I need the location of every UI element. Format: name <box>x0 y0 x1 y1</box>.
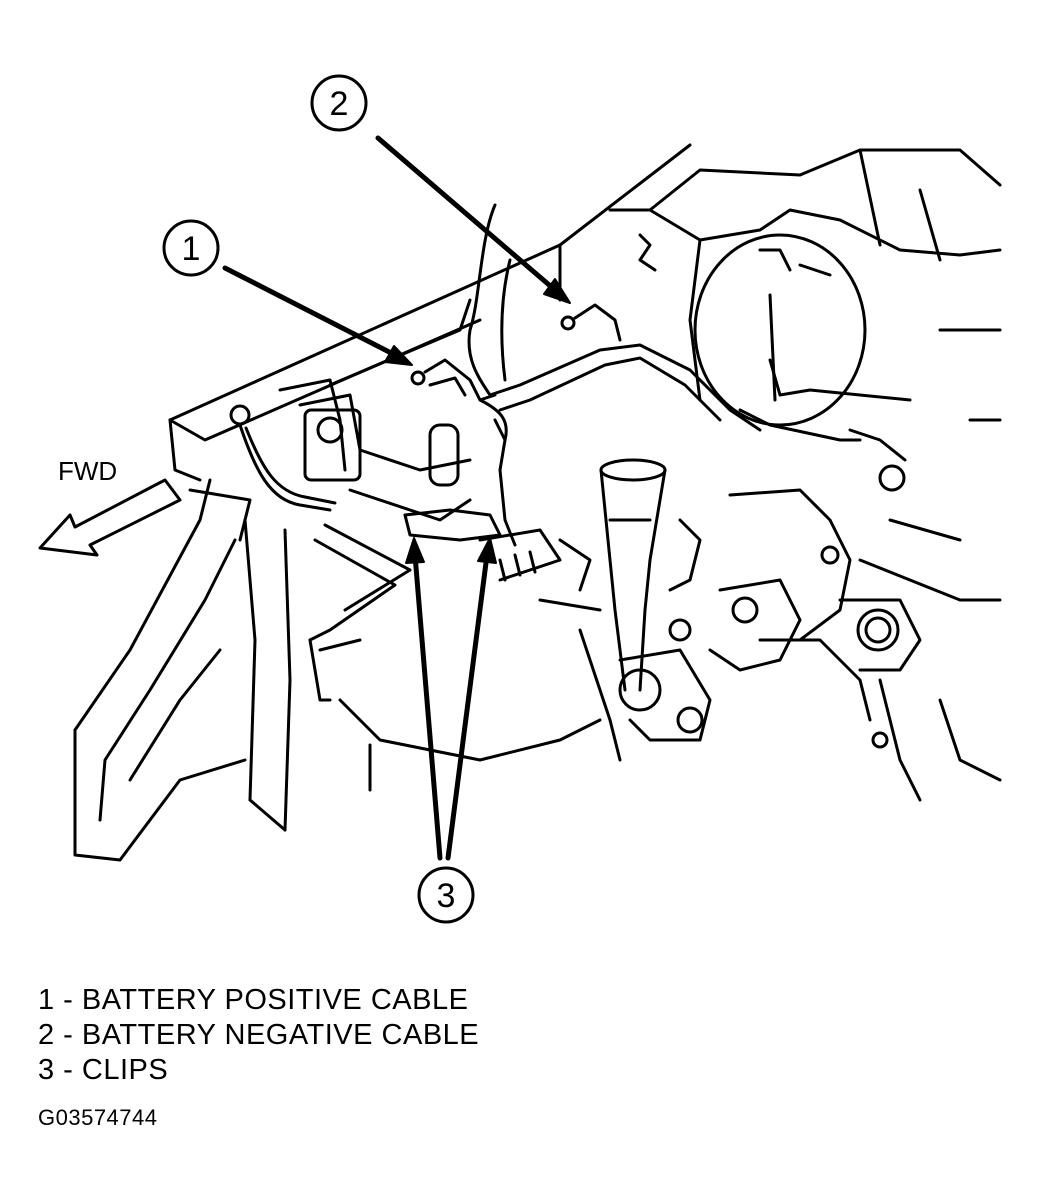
battery-positive-cable <box>403 358 517 547</box>
callout-1-number: 1 <box>182 230 201 268</box>
legend: 1 - BATTERY POSITIVE CABLE 2 - BATTERY N… <box>38 983 479 1088</box>
callout-3: 3 <box>405 537 497 924</box>
callout-3-number: 3 <box>437 877 456 915</box>
legend-item-battery-negative-cable: 2 - BATTERY NEGATIVE CABLE <box>38 1019 480 1051</box>
fwd-direction-indicator: FWD <box>38 456 182 557</box>
figure-id: G03574744 <box>38 1105 158 1130</box>
fender-panel <box>73 143 692 862</box>
engine-compartment-illustration: 1 2 3 FWD <box>38 74 1002 924</box>
callout-2: 2 <box>310 74 571 304</box>
engine-components <box>338 458 1002 802</box>
fwd-label: FWD <box>58 456 117 486</box>
callout-2-number: 2 <box>330 85 349 123</box>
battery-negative-cable <box>467 203 912 492</box>
legend-item-clips: 3 - CLIPS <box>38 1054 169 1086</box>
legend-item-battery-positive-cable: 1 - BATTERY POSITIVE CABLE <box>38 984 469 1016</box>
battery-area <box>278 378 562 582</box>
radiator-support-bracket <box>308 523 412 702</box>
ground-cable <box>229 404 337 512</box>
callout-1: 1 <box>162 219 413 366</box>
cowl-panel <box>608 148 1002 427</box>
